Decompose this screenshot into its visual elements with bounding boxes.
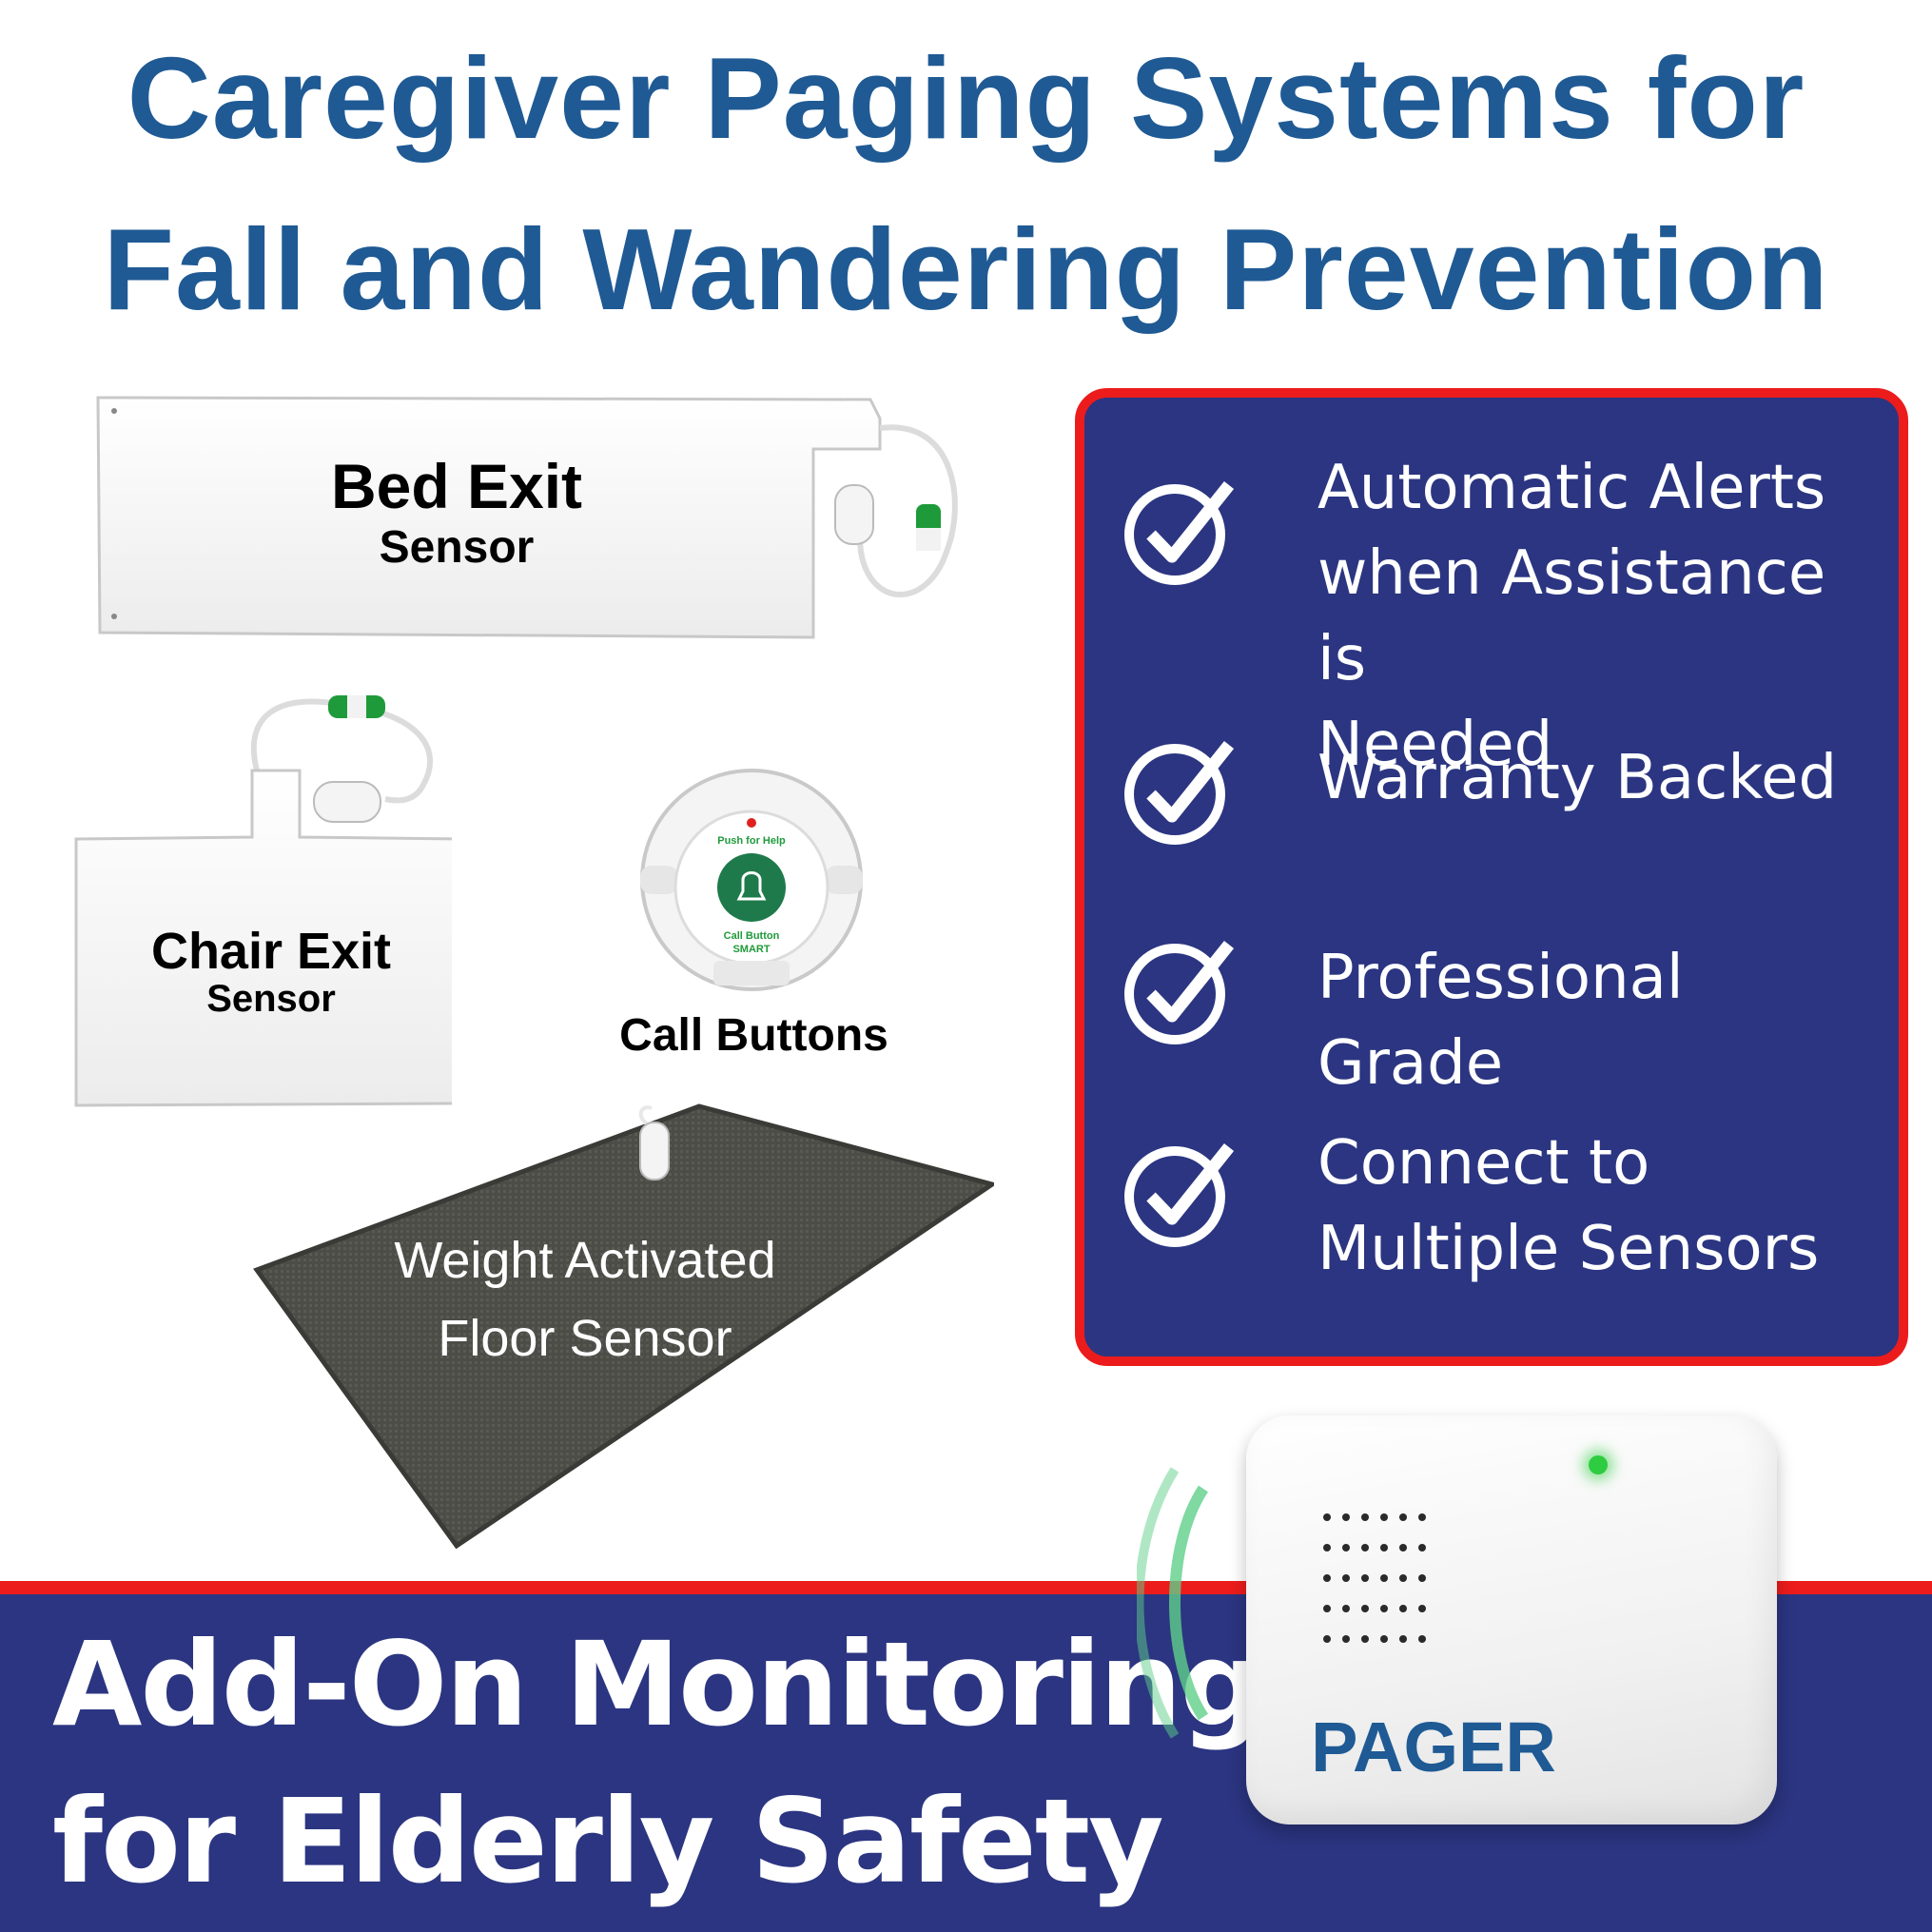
feature-text: Automatic Alerts when Assistance is Need… [1317, 453, 1826, 780]
checkmark-circle-icon [1124, 940, 1235, 1044]
feature-text: Warranty Backed [1317, 743, 1838, 813]
floor-sensor-line-1: Weight Activated [394, 1232, 776, 1289]
svg-text:Call Button: Call Button [724, 930, 780, 942]
floor-sensor-image [253, 1103, 994, 1550]
feature-text: Professional Grade [1317, 943, 1684, 1099]
checkmark-circle-icon [1124, 740, 1235, 845]
chair-exit-subtitle: Sensor [206, 978, 336, 1020]
banner-line-1: Add-On Monitoring [52, 1617, 1263, 1752]
bed-exit-subtitle: Sensor [379, 522, 535, 573]
svg-text:Push for Help: Push for Help [717, 835, 786, 847]
chair-exit-sensor-image [74, 695, 452, 1107]
features-panel: Automatic Alerts when Assistance is Need… [1075, 388, 1908, 1366]
feature-text: Connect to Multiple Sensors [1317, 1128, 1820, 1284]
chair-exit-title: Chair Exit [150, 923, 392, 980]
checkmark-circle-icon [1124, 480, 1235, 585]
call-button-image: Push for Help Call Button SMART [640, 769, 863, 991]
headline-line-2: Fall and Wandering Prevention [103, 205, 1829, 334]
svg-text:SMART: SMART [732, 944, 770, 955]
bed-exit-sensor-image [96, 396, 958, 639]
banner-line-2: for Elderly Safety [52, 1774, 1164, 1909]
pager-device-image [1246, 1415, 1777, 1825]
headline-line-1: Caregiver Paging Systems for [127, 33, 1805, 163]
speaker-grille-icon [1323, 1513, 1426, 1643]
pager-label: PAGER [1311, 1708, 1556, 1786]
status-led-icon [1589, 1455, 1608, 1474]
bed-exit-title: Bed Exit [330, 451, 583, 521]
floor-sensor-line-2: Floor Sensor [438, 1310, 732, 1367]
checkmark-circle-icon [1124, 1142, 1235, 1247]
call-buttons-label: Call Buttons [619, 1010, 888, 1061]
